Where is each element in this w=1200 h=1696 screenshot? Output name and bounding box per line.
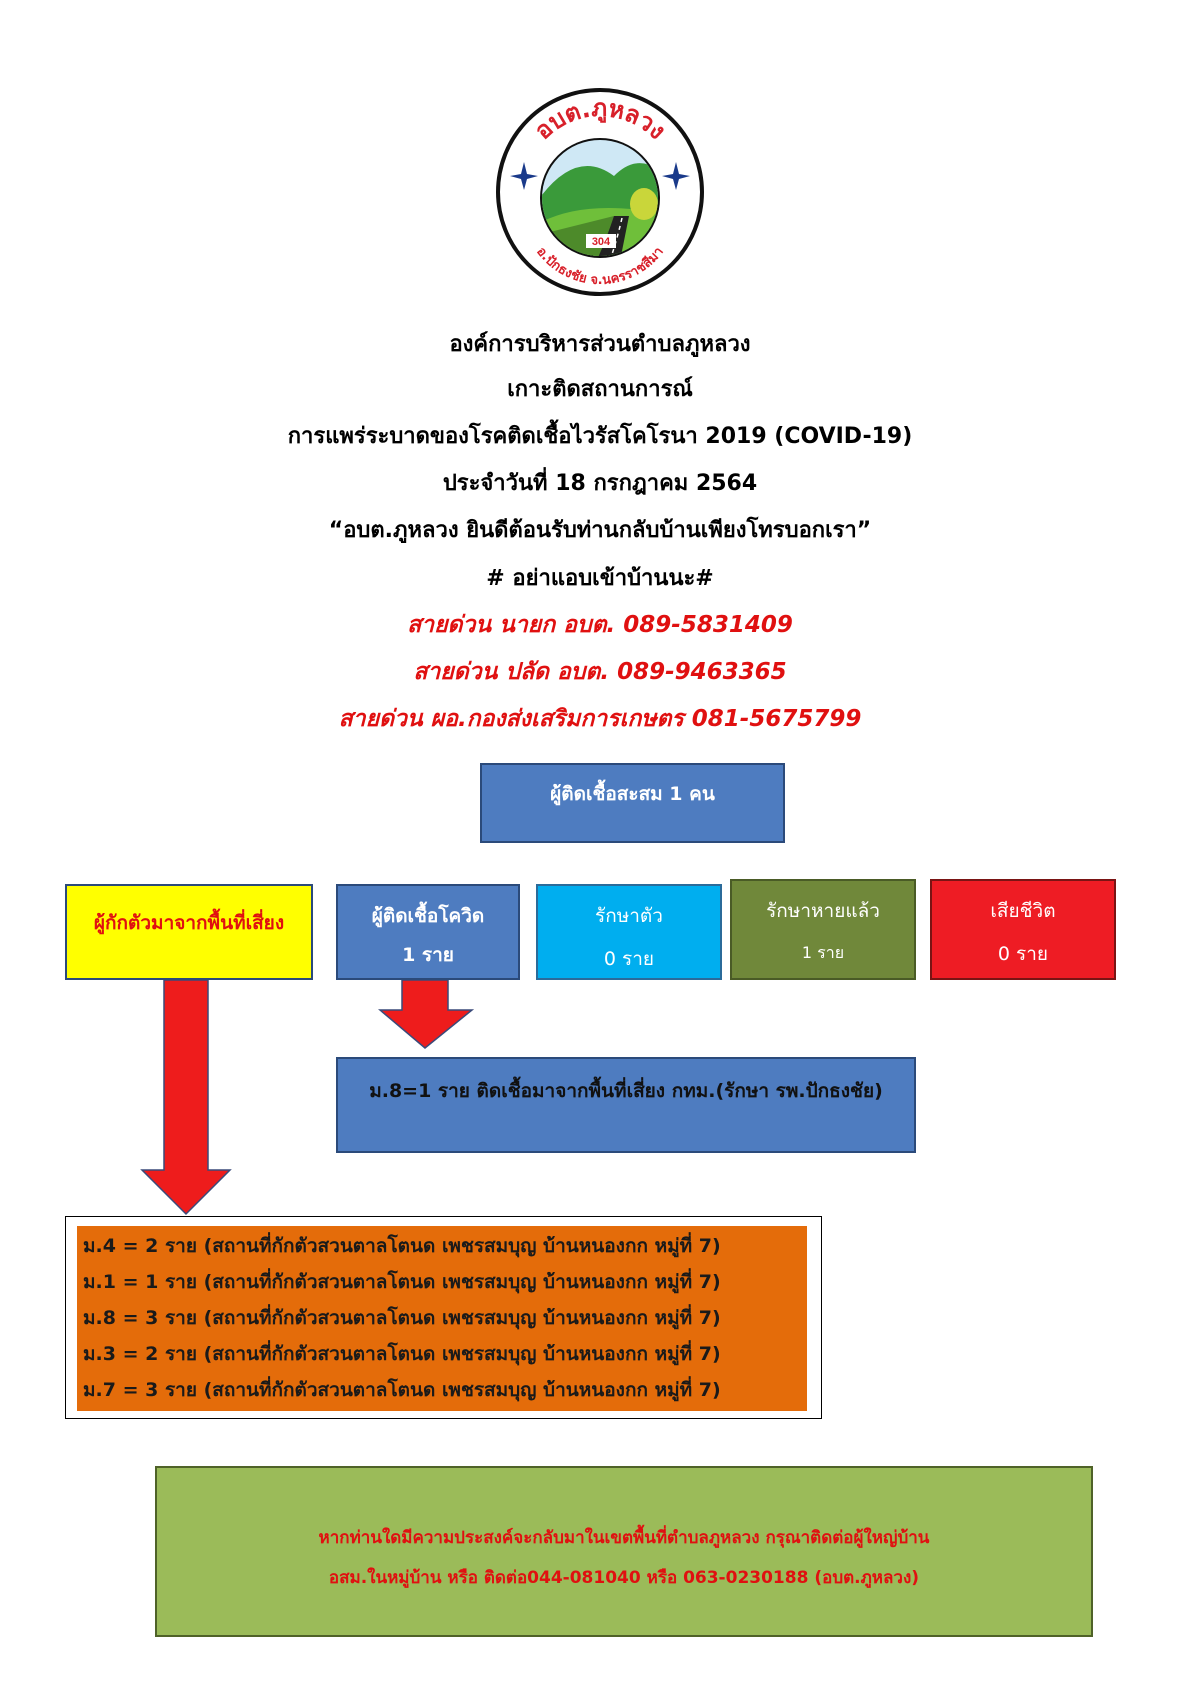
infected-detail-text: ม.8=1 ราย ติดเชื้อมาจากพื้นที่เสี่ยง กทม… [369,1080,883,1102]
recovered-label: รักษาหายแล้ว [766,900,880,922]
org-logo: 304 อบต.ภูหลวง อ.ปักธงชัย จ.นครราชสีมา [496,88,704,296]
treating-value: 0 ราย [603,948,655,970]
star-icon [510,162,690,190]
contact-box: หากท่านใดมีความประสงค์จะกลับมาในเขตพื้นท… [155,1466,1093,1637]
recovered-box: รักษาหายแล้ว 1 ราย [730,879,916,980]
deceased-value: 0 ราย [997,943,1049,965]
hotline-agriculture: สายด่วน ผอ.กองส่งเสริมการเกษตร 081-56757… [338,706,862,732]
deceased-label: เสียชีวิต [990,900,1056,922]
contact-line-1: หากท่านใดมีความประสงค์จะกลับมาในเขตพื้นท… [318,1528,930,1548]
list-item: ม.4 = 2 ราย (สถานที่กักตัวสวนตาลโตนด เพช… [83,1235,721,1257]
topic: การแพร่ระบาดของโรคติดเชื้อไวรัสโคโรนา 20… [287,424,913,449]
quarantine-list: ม.4 = 2 ราย (สถานที่กักตัวสวนตาลโตนด เพช… [77,1226,807,1411]
list-item: ม.1 = 1 ราย (สถานที่กักตัวสวนตาลโตนด เพช… [83,1271,721,1293]
quarantine-box: ผู้กักตัวมาจากพื้นที่เสี่ยง [65,884,313,980]
recovered-value: 1 ราย [801,943,845,962]
infected-label: ผู้ติดเชื้อโควิด [371,905,485,927]
arrow-down-icon [140,980,232,1216]
contact-line-2: อสม.ในหมู่บ้าน หรือ ติดต่อ044-081040 หรื… [328,1568,920,1588]
date-line: ประจำวันที่ 18 กรกฎาคม 2564 [442,471,758,496]
list-item: ม.7 = 3 ราย (สถานที่กักตัวสวนตาลโตนด เพช… [83,1379,721,1401]
list-item: ม.8 = 3 ราย (สถานที่กักตัวสวนตาลโตนด เพช… [83,1307,721,1329]
quarantine-list-frame: ม.4 = 2 ราย (สถานที่กักตัวสวนตาลโตนด เพช… [65,1216,822,1419]
treating-box: รักษาตัว 0 ราย [536,884,722,980]
infected-value: 1 ราย [402,944,454,966]
list-item: ม.3 = 2 ราย (สถานที่กักตัวสวนตาลโตนด เพช… [83,1343,721,1365]
deceased-box: เสียชีวิต 0 ราย [930,879,1116,980]
hashtag: # อย่าแอบเข้าบ้านนะ# [486,566,714,591]
subtitle: เกาะติดสถานการณ์ [507,377,693,402]
infected-detail-box: ม.8=1 ราย ติดเชื้อมาจากพื้นที่เสี่ยง กทม… [336,1057,916,1153]
hotline-mayor: สายด่วน นายก อบต. 089-5831409 [407,612,793,638]
cumulative-label: ผู้ติดเชื้อสะสม 1 คน [550,783,715,805]
quarantine-label: ผู้กักตัวมาจากพื้นที่เสี่ยง [93,912,285,934]
hotline-clerk: สายด่วน ปลัด อบต. 089-9463365 [413,659,787,685]
treating-label: รักษาตัว [595,905,663,927]
cumulative-box: ผู้ติดเชื้อสะสม 1 คน [480,763,785,843]
logo-road-number: 304 [592,236,611,248]
org-name: องค์การบริหารส่วนตำบลภูหลวง [449,332,751,357]
slogan: “อบต.ภูหลวง ยินดีต้อนรับท่านกลับบ้านเพีย… [328,518,872,543]
infected-box: ผู้ติดเชื้อโควิด 1 ราย [336,884,520,980]
arrow-down-icon [378,980,475,1049]
